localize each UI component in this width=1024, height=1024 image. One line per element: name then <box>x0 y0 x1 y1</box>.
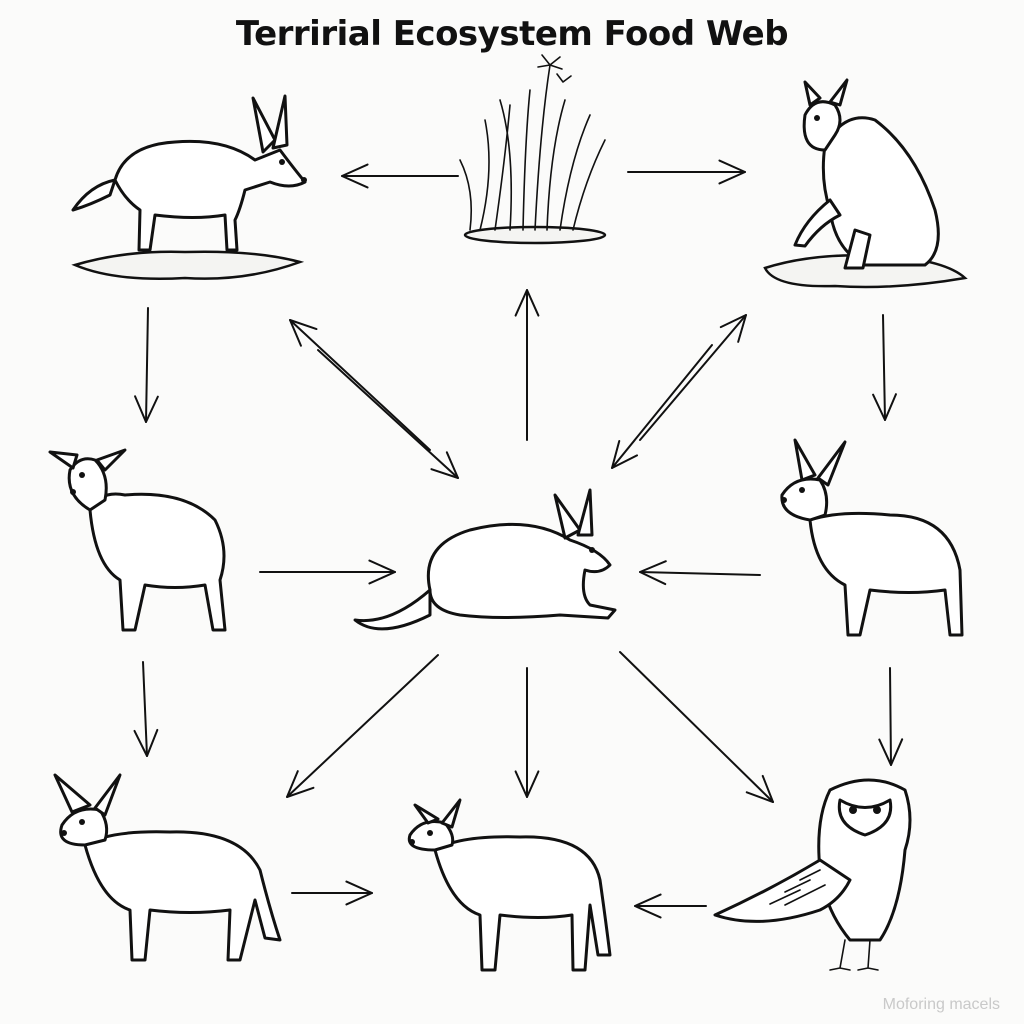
node-bottom-center <box>407 798 612 972</box>
arrow-center-to-plant <box>514 289 540 441</box>
arrow-center-to-bottom-center <box>514 667 540 798</box>
arrow-top-left-to-mid-left <box>134 307 159 423</box>
arrow-top-right-to-center <box>611 344 713 469</box>
node-bottom-right <box>713 778 912 971</box>
wallaby-icon <box>763 78 968 289</box>
arrow-mid-left-to-bottom-left <box>133 661 159 757</box>
arrow-top-right-to-mid-right <box>872 314 897 421</box>
rabbit-icon <box>353 488 617 631</box>
arrow-mid-left-to-center <box>259 559 396 585</box>
arrow-mid-right-to-center <box>639 560 761 586</box>
arrow-center-to-top-left <box>289 319 431 451</box>
node-mid-right <box>780 438 964 637</box>
arrow-mid-right-to-bottom-right <box>878 667 904 766</box>
deer-icon <box>71 94 307 281</box>
owl-icon <box>713 778 912 971</box>
fox-icon <box>407 798 612 972</box>
node-bottom-left <box>53 773 282 962</box>
deer-icon <box>48 448 227 632</box>
arrow-bottom-left-to-bottom-center <box>291 880 373 906</box>
node-top-left <box>71 94 307 281</box>
deer-icon <box>780 438 964 637</box>
arrow-center-to-top-right <box>639 314 747 441</box>
node-plant <box>459 54 607 245</box>
watermark-text: Moforing macels <box>882 996 1000 1013</box>
diagram-title: Terririal Ecosystem Food Web <box>235 14 789 54</box>
arrows-layer <box>133 159 904 919</box>
arrow-top-left-to-center <box>317 349 459 479</box>
grass-plant-icon <box>459 54 607 245</box>
arrow-plant-to-top-right <box>627 159 746 185</box>
node-mid-left <box>48 448 227 632</box>
node-top-right <box>763 78 968 289</box>
arrow-center-to-bottom-right <box>619 651 774 803</box>
arrow-bottom-right-to-bottom-center <box>634 893 707 919</box>
arrow-plant-to-top-left <box>341 163 459 189</box>
node-center <box>353 488 617 631</box>
fox-icon <box>53 773 282 962</box>
arrow-center-to-bottom-left <box>286 654 439 798</box>
